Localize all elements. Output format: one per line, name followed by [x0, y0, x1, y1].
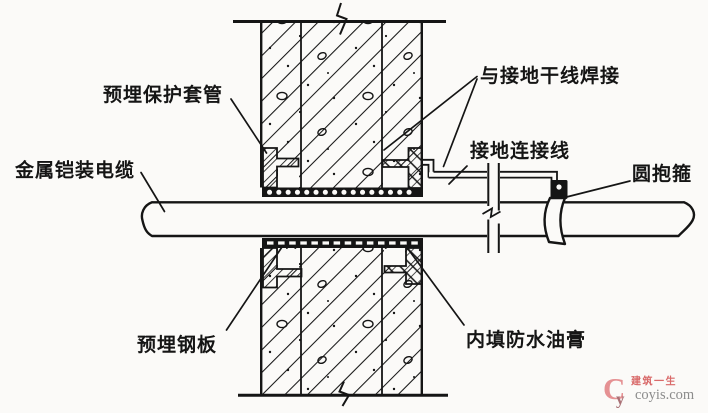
label-grounding-connection-wire: 接地连接线: [470, 139, 570, 162]
leader-weld-b: [442, 78, 478, 168]
leader-armored-cable: [140, 171, 166, 213]
sleeve-flanges: [262, 147, 423, 289]
clamp-bolt-hole: [556, 184, 562, 190]
lower-break-mark: [338, 381, 351, 407]
conductor-break-mark: [482, 206, 501, 219]
watermark-site-url: coyis.com: [635, 387, 695, 403]
waterproof-sealant-strip-upper: [262, 187, 423, 197]
watermark-site-name: 建筑一生: [630, 375, 677, 388]
upper-break-mark: [335, 2, 348, 35]
metal-armored-cable: [140, 201, 696, 238]
label-embedded-steel-plate: 预埋钢板: [137, 333, 217, 356]
leader-sealant-fill: [404, 244, 465, 326]
flange-lower-left: [262, 247, 303, 289]
label-embedded-protective-sleeve: 预埋保护套管: [103, 83, 223, 106]
label-weld-to-grounding-trunk: 与接地干线焊接: [480, 64, 620, 87]
leader-lines: [140, 75, 631, 331]
label-waterproof-sealant-fill: 内填防水油膏: [466, 328, 586, 351]
embedded-steel-plate-strip-lower: [262, 238, 423, 248]
sleeve-corner-void-upper-right: [383, 167, 408, 188]
round-clamp: [543, 180, 568, 246]
sleeve-corner-void-upper-left: [278, 167, 299, 188]
label-metal-armored-cable: 金属铠装电缆: [14, 159, 135, 182]
leader-steel-plate: [225, 244, 284, 331]
coyis-logo-y-icon: y: [616, 390, 625, 409]
flange-upper-right: [381, 147, 423, 189]
label-round-clamp: 圆抱箍: [632, 162, 692, 185]
leader-round-clamp: [565, 180, 631, 198]
clamp-band: [543, 196, 567, 246]
leader-connection-wire: [448, 165, 468, 185]
flange-lower-right: [383, 247, 423, 285]
sleeve-corner-void-lower-right: [384, 249, 405, 266]
leader-embedded-sleeve: [230, 98, 268, 154]
flange-upper-left: [262, 147, 300, 189]
leader-weld-a: [383, 75, 478, 151]
sleeve-corner-void-lower-left: [278, 249, 299, 269]
grounding-trunk-conductor: [482, 163, 501, 253]
coyis-logo-icon: C: [603, 371, 625, 406]
coyis-watermark: C y 建筑一生 coyis.com: [603, 371, 695, 409]
